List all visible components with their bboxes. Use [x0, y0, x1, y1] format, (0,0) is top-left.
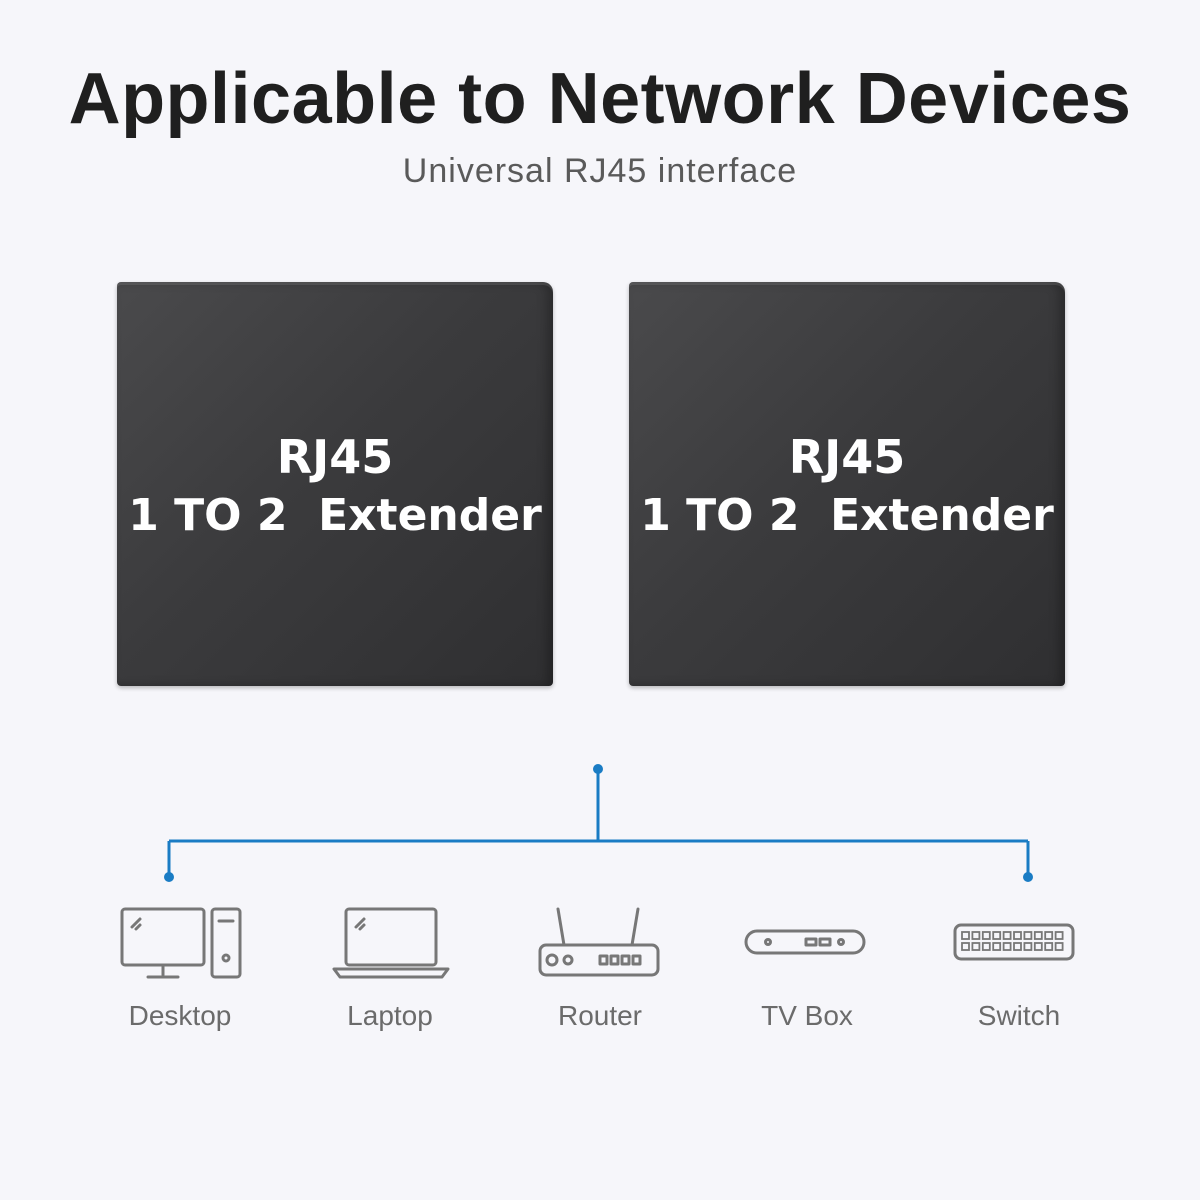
device-label-line1: RJ45: [788, 430, 906, 484]
tv-box-icon: [744, 929, 866, 955]
switch-port: [1054, 942, 1064, 951]
switch-icon: [953, 923, 1075, 961]
connector-dot-left: [164, 872, 174, 882]
desktop-icon: [120, 907, 242, 979]
switch-port: [981, 942, 991, 951]
device-label-router: Router: [557, 1000, 643, 1031]
device-label-tv-box: TV Box: [761, 1000, 853, 1031]
connector-dot-top: [593, 764, 603, 774]
switch-port: [1013, 931, 1022, 940]
switch-port: [971, 931, 981, 940]
device-label-line2: 1 TO 2 Extender: [640, 490, 1054, 541]
switch-port: [1033, 942, 1043, 951]
switch-port: [1023, 942, 1033, 951]
device-label-line1: RJ45: [276, 430, 394, 484]
page-subtitle: Universal RJ45 interface: [402, 152, 798, 190]
connector-dot-right: [1023, 872, 1033, 882]
switch-port: [971, 942, 981, 951]
device-label-switch: Switch: [977, 1000, 1061, 1031]
extender-device-right: RJ45 1 TO 2 Extender: [629, 282, 1065, 686]
device-label-line2: 1 TO 2 Extender: [128, 490, 542, 541]
switch-port: [981, 931, 991, 940]
extender-device-left: RJ45 1 TO 2 Extender: [117, 282, 553, 686]
switch-port: [961, 942, 970, 951]
switch-port: [1013, 942, 1022, 951]
switch-port: [1002, 931, 1012, 940]
router-icon: [538, 907, 660, 977]
laptop-icon: [332, 907, 450, 979]
switch-port: [1044, 931, 1054, 940]
switch-port: [992, 942, 1002, 951]
switch-port: [1023, 931, 1033, 940]
device-label-desktop: Desktop: [128, 1000, 232, 1031]
device-label-laptop: Laptop: [347, 1000, 433, 1031]
switch-port: [1002, 942, 1012, 951]
switch-port: [992, 931, 1002, 940]
switch-port: [1054, 931, 1064, 940]
switch-port: [961, 931, 970, 940]
switch-port: [1033, 931, 1043, 940]
page-title: Applicable to Network Devices: [68, 59, 1132, 139]
switch-port: [1044, 942, 1054, 951]
